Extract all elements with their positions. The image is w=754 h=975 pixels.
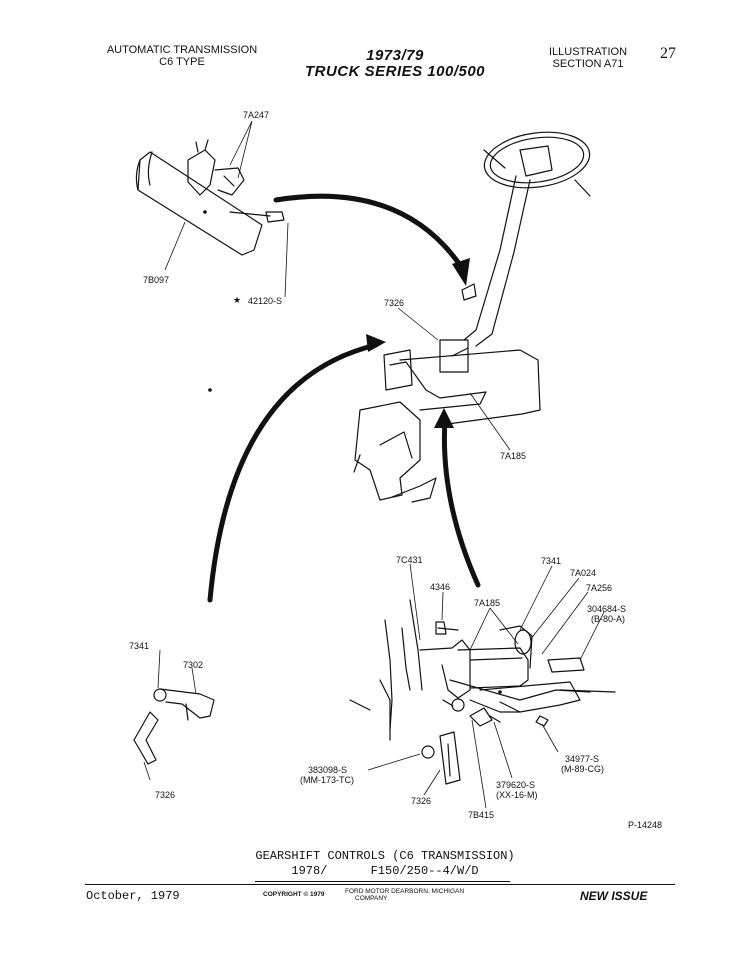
footer-company: FORD MOTOR DEARBORN, MICHIGAN COMPANY bbox=[345, 888, 464, 902]
part-label-7b097: 7B097 bbox=[143, 275, 170, 285]
header-left-line2: C6 TYPE bbox=[159, 56, 205, 68]
header-left: AUTOMATIC TRANSMISSION C6 TYPE bbox=[92, 44, 272, 68]
steering-wheel bbox=[483, 131, 591, 197]
part-label-34977-s-code: (M-89-CG) bbox=[561, 764, 604, 774]
part-label-7b415: 7B415 bbox=[468, 810, 495, 820]
part-label-304684-s-code: (B-80-A) bbox=[591, 614, 626, 624]
chassis-frame bbox=[353, 349, 541, 503]
linkage-assembly bbox=[349, 599, 616, 785]
header-title: 1973/79 TRUCK SERIES 100/500 bbox=[270, 48, 520, 80]
footer-date: October, 1979 bbox=[86, 889, 180, 903]
part-label-7c431: 7C431 bbox=[396, 555, 423, 565]
star-icon: ★ bbox=[233, 295, 242, 305]
part-label-7326-top: 7326 bbox=[384, 298, 405, 308]
part-label-34977-s: 34977-S (M-89-CG) bbox=[561, 754, 604, 774]
footer-company-line2: COMPANY bbox=[355, 895, 388, 902]
part-label-7326-low: 7326 bbox=[411, 796, 432, 806]
header-title-line1: 1973/79 bbox=[366, 47, 424, 64]
part-label-304684-s-number: 304684-S bbox=[587, 604, 627, 614]
part-label-42120-s: 42120-S bbox=[248, 296, 283, 306]
part-label-34977-s-number: 34977-S bbox=[565, 754, 600, 764]
footer-rule bbox=[85, 884, 675, 885]
header-title-line2: TRUCK SERIES 100/500 bbox=[304, 63, 486, 80]
part-label-379620-s: 379620-S (XX-16-M) bbox=[496, 780, 538, 800]
arrow-heads bbox=[366, 258, 470, 428]
part-label-383098-s-number: 383098-S bbox=[308, 765, 348, 775]
drawing-number: P-14248 bbox=[628, 820, 663, 830]
lever-detail bbox=[133, 688, 215, 765]
part-label-304684-s: 304684-S (B-80-A) bbox=[587, 604, 626, 624]
header-left-line1: AUTOMATIC TRANSMISSION bbox=[106, 44, 258, 56]
part-label-379620-s-number: 379620-S bbox=[496, 780, 536, 790]
part-label-7a247: 7A247 bbox=[243, 110, 270, 120]
page-number: 27 bbox=[660, 45, 676, 62]
header-right-line1: ILLUSTRATION bbox=[548, 46, 628, 58]
part-label-383098-s: 383098-S (MM-173-TC) bbox=[300, 765, 354, 785]
caption-line1: GEARSHIFT CONTROLS (C6 TRANSMISSION) bbox=[255, 849, 515, 863]
footer-copyright: COPYRIGHT © 1979 bbox=[263, 891, 325, 898]
direction-arrows bbox=[207, 193, 481, 603]
header-right-line2: SECTION A71 bbox=[552, 58, 624, 70]
caption-underline bbox=[255, 881, 510, 882]
part-label-7a256: 7A256 bbox=[586, 583, 613, 593]
part-label-7341-right: 7341 bbox=[541, 556, 562, 566]
column-tube-detail bbox=[135, 139, 285, 256]
part-label-4346: 4346 bbox=[430, 582, 451, 592]
part-label-7a185-low: 7A185 bbox=[474, 598, 501, 608]
leader-lines bbox=[143, 120, 605, 809]
leader-dots bbox=[203, 210, 502, 694]
part-label-379620-s-code: (XX-16-M) bbox=[496, 790, 538, 800]
footer-status: NEW ISSUE bbox=[580, 889, 648, 903]
header-right: ILLUSTRATION SECTION A71 bbox=[536, 46, 640, 70]
part-label-7302: 7302 bbox=[183, 660, 204, 670]
figure-caption: GEARSHIFT CONTROLS (C6 TRANSMISSION) 197… bbox=[200, 849, 570, 879]
steering-column bbox=[439, 175, 531, 373]
part-label-7a185-mid: 7A185 bbox=[500, 451, 527, 461]
part-label-7a024: 7A024 bbox=[570, 568, 597, 578]
footer-company-line1: FORD MOTOR DEARBORN, MICHIGAN bbox=[345, 888, 465, 895]
part-label-383098-s-code: (MM-173-TC) bbox=[300, 775, 354, 785]
part-label-7326-left: 7326 bbox=[155, 790, 176, 800]
caption-line2: 1978/ F150/250--4/W/D bbox=[291, 864, 479, 878]
part-label-7341-left: 7341 bbox=[129, 641, 150, 651]
